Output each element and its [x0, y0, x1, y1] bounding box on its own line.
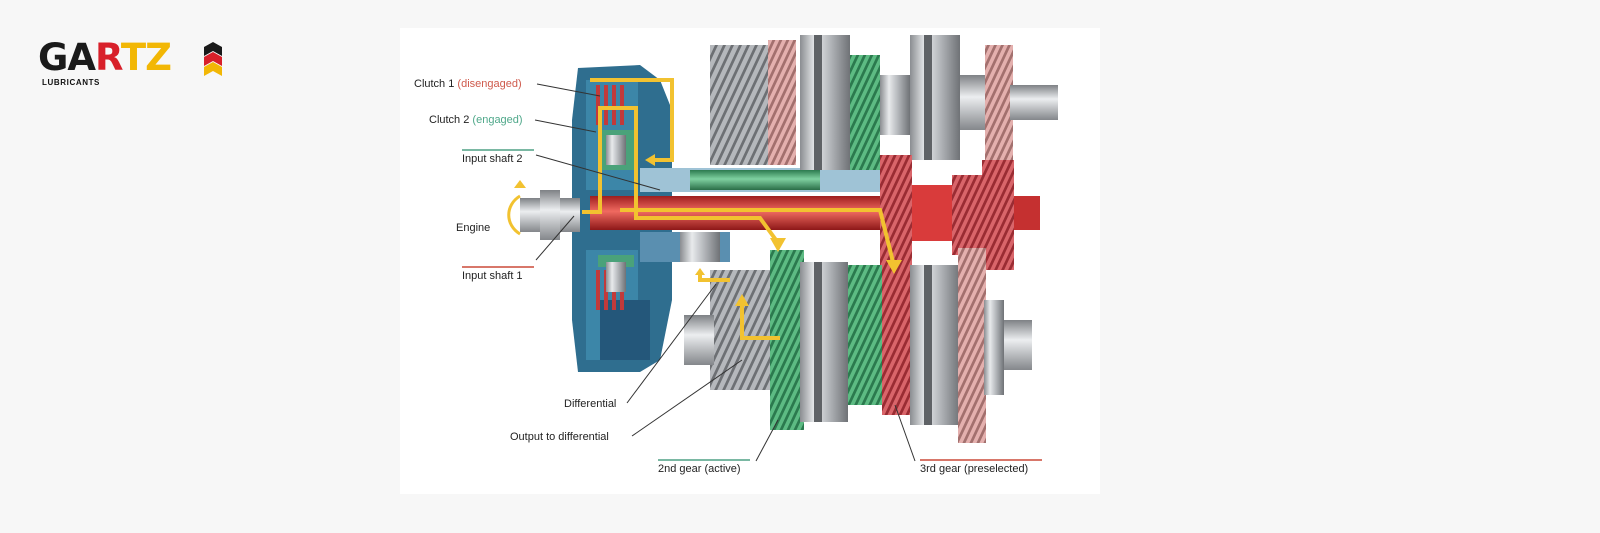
- power-flow-path: [507, 78, 895, 340]
- power-flow-arrows: [514, 154, 902, 306]
- brand-wordmark: GARTZ: [38, 36, 172, 79]
- label-input-shaft-2: Input shaft 2: [462, 149, 534, 165]
- label-engine: Engine: [456, 222, 491, 234]
- label-clutch-1: Clutch 1 (disengaged): [414, 78, 522, 90]
- label-input-shaft-1: Input shaft 1: [462, 266, 534, 282]
- german-flag-icon: [204, 42, 222, 76]
- label-2nd-gear: 2nd gear (active): [658, 459, 750, 475]
- lower-gear-cluster: [684, 248, 1032, 443]
- label-differential: Differential: [564, 398, 617, 410]
- diagram-card: Clutch 1 (disengaged) Clutch 2 (engaged)…: [400, 28, 1100, 494]
- leader-lines: [534, 83, 916, 462]
- input-shaft-1: [590, 196, 890, 230]
- brand-logo: GARTZ LUBRICANTS: [38, 38, 228, 90]
- upper-gear-cluster: [710, 35, 1058, 170]
- brand-tagline: LUBRICANTS: [42, 78, 100, 87]
- label-clutch-2: Clutch 2 (engaged): [429, 114, 523, 126]
- dual-clutch-transmission-diagram: [507, 35, 1058, 462]
- label-output-to-differential: Output to differential: [510, 431, 609, 443]
- label-3rd-gear: 3rd gear (preselected): [920, 459, 1042, 475]
